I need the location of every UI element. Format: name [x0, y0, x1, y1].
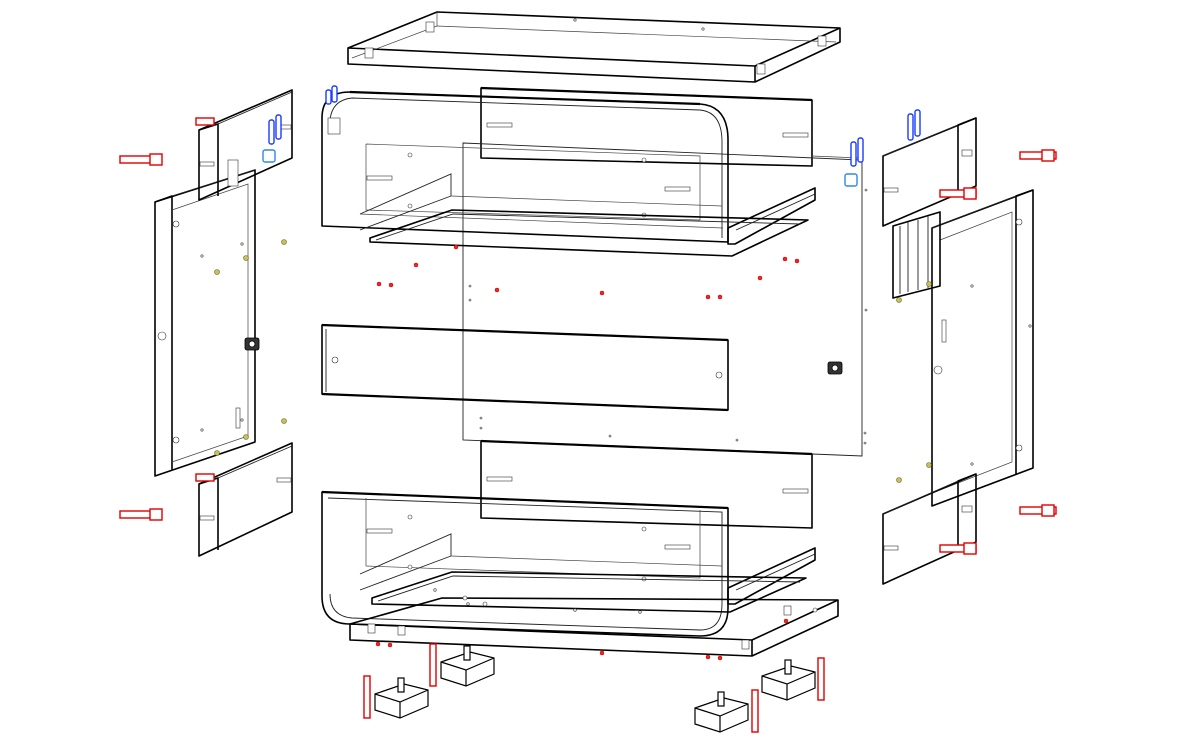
lower-drawer-front [321, 490, 816, 637]
dowel-icon [907, 109, 921, 141]
middle-rail [321, 323, 729, 412]
lock-icon [244, 337, 260, 351]
screw-icon [817, 657, 825, 701]
screw-icon [751, 689, 759, 733]
adjustable-foot [694, 691, 749, 733]
screw-icon [939, 187, 977, 200]
adjustable-foot [761, 659, 816, 701]
screw-icon [195, 117, 215, 126]
screw-icon [429, 643, 437, 687]
screw-icon [363, 675, 371, 719]
right-bottom-rail [882, 473, 977, 585]
upper-drawer-front [321, 90, 816, 245]
upper-drawer-back [480, 86, 813, 167]
screw-icon [1019, 149, 1057, 162]
dowel-icon [262, 114, 282, 163]
adjustable-foot [374, 677, 429, 719]
screw-icon [1019, 504, 1057, 517]
connector-dots [375, 244, 800, 661]
base-panel [349, 595, 839, 657]
adjustable-foot [440, 645, 495, 687]
right-side-panel [931, 189, 1034, 507]
dowel-icon [325, 85, 338, 105]
screw-icon [195, 473, 215, 482]
screw-icon [119, 153, 163, 166]
lower-drawer-bottom [371, 571, 807, 614]
drawer-runner [892, 211, 941, 299]
lower-drawer-back [480, 439, 813, 529]
screw-icon [119, 508, 163, 521]
screw-icon [939, 542, 977, 555]
left-top-rail [198, 89, 293, 201]
back-panel [462, 142, 868, 457]
left-bottom-rail [198, 442, 293, 557]
cam-lock-icon [214, 239, 932, 483]
dowel-icon [844, 137, 864, 187]
left-side-panel [154, 169, 260, 477]
top-panel [347, 11, 841, 83]
right-top-rail [882, 117, 977, 227]
upper-drawer-bottom [369, 209, 809, 257]
lock-icon [827, 361, 843, 375]
